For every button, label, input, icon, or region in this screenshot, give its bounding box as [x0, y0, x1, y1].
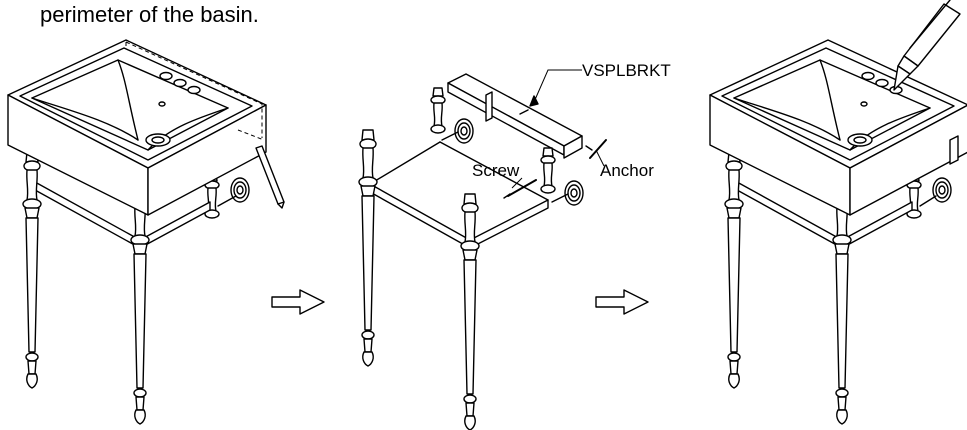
next-step-arrow-2 [595, 289, 649, 315]
step-2-illustration: VSPLBRKT Screw Anchor [358, 61, 671, 430]
anchor [585, 139, 607, 159]
bracket-label: VSPLBRKT [582, 61, 671, 80]
screw-label: Screw [472, 161, 520, 180]
sealant-tube [893, 0, 961, 91]
step-1-illustration [7, 39, 285, 425]
anchor-label: Anchor [600, 161, 654, 180]
step-3-illustration [709, 0, 967, 425]
wall-bracket [447, 73, 583, 159]
screw [503, 179, 537, 199]
instruction-caption: perimeter of the basin. [40, 2, 259, 27]
next-step-arrow-1 [271, 289, 325, 315]
